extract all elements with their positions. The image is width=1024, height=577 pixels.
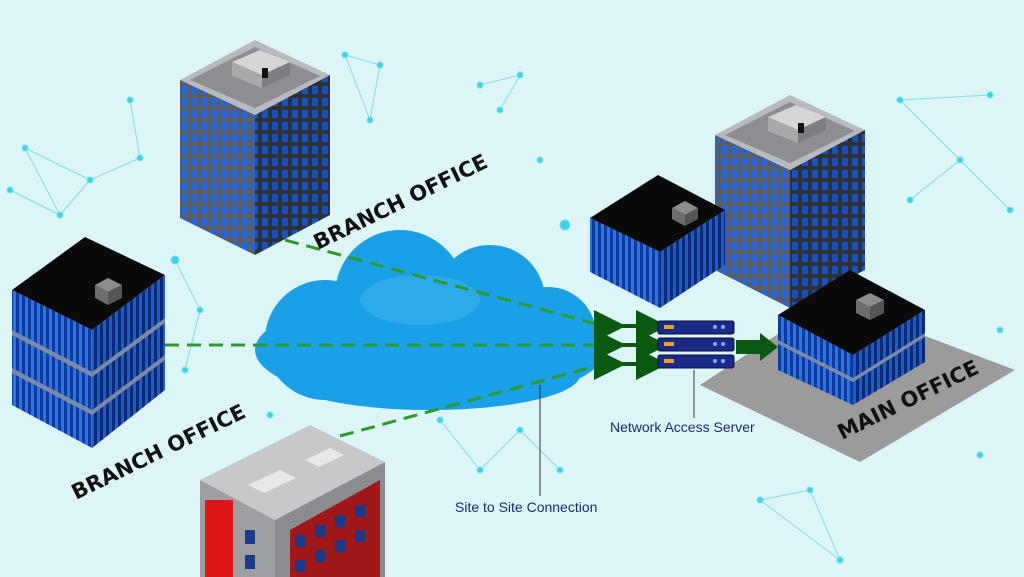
branch-office-top-building: [180, 40, 330, 255]
site-to-site-label: Site to Site Connection: [455, 499, 597, 515]
main-office-tower-building: [715, 95, 865, 308]
main-office-front-building: [778, 270, 925, 405]
network-access-server-icon: [657, 320, 735, 369]
vpn-tunnels: [165, 238, 601, 438]
network-mesh-background: [6, 51, 1014, 564]
branch-office-bottom-building: [200, 425, 385, 577]
tunnel-top-branch: [284, 238, 601, 327]
server-to-office-arrow: [736, 333, 778, 361]
internet-cloud: [255, 230, 605, 410]
network-access-server-label: Network Access Server: [610, 419, 755, 435]
branch-office-left-building: [12, 237, 165, 448]
main-office-annex-building: [590, 175, 725, 308]
tunnel-bottom-branch: [339, 363, 601, 438]
connection-arrows: [594, 310, 668, 380]
